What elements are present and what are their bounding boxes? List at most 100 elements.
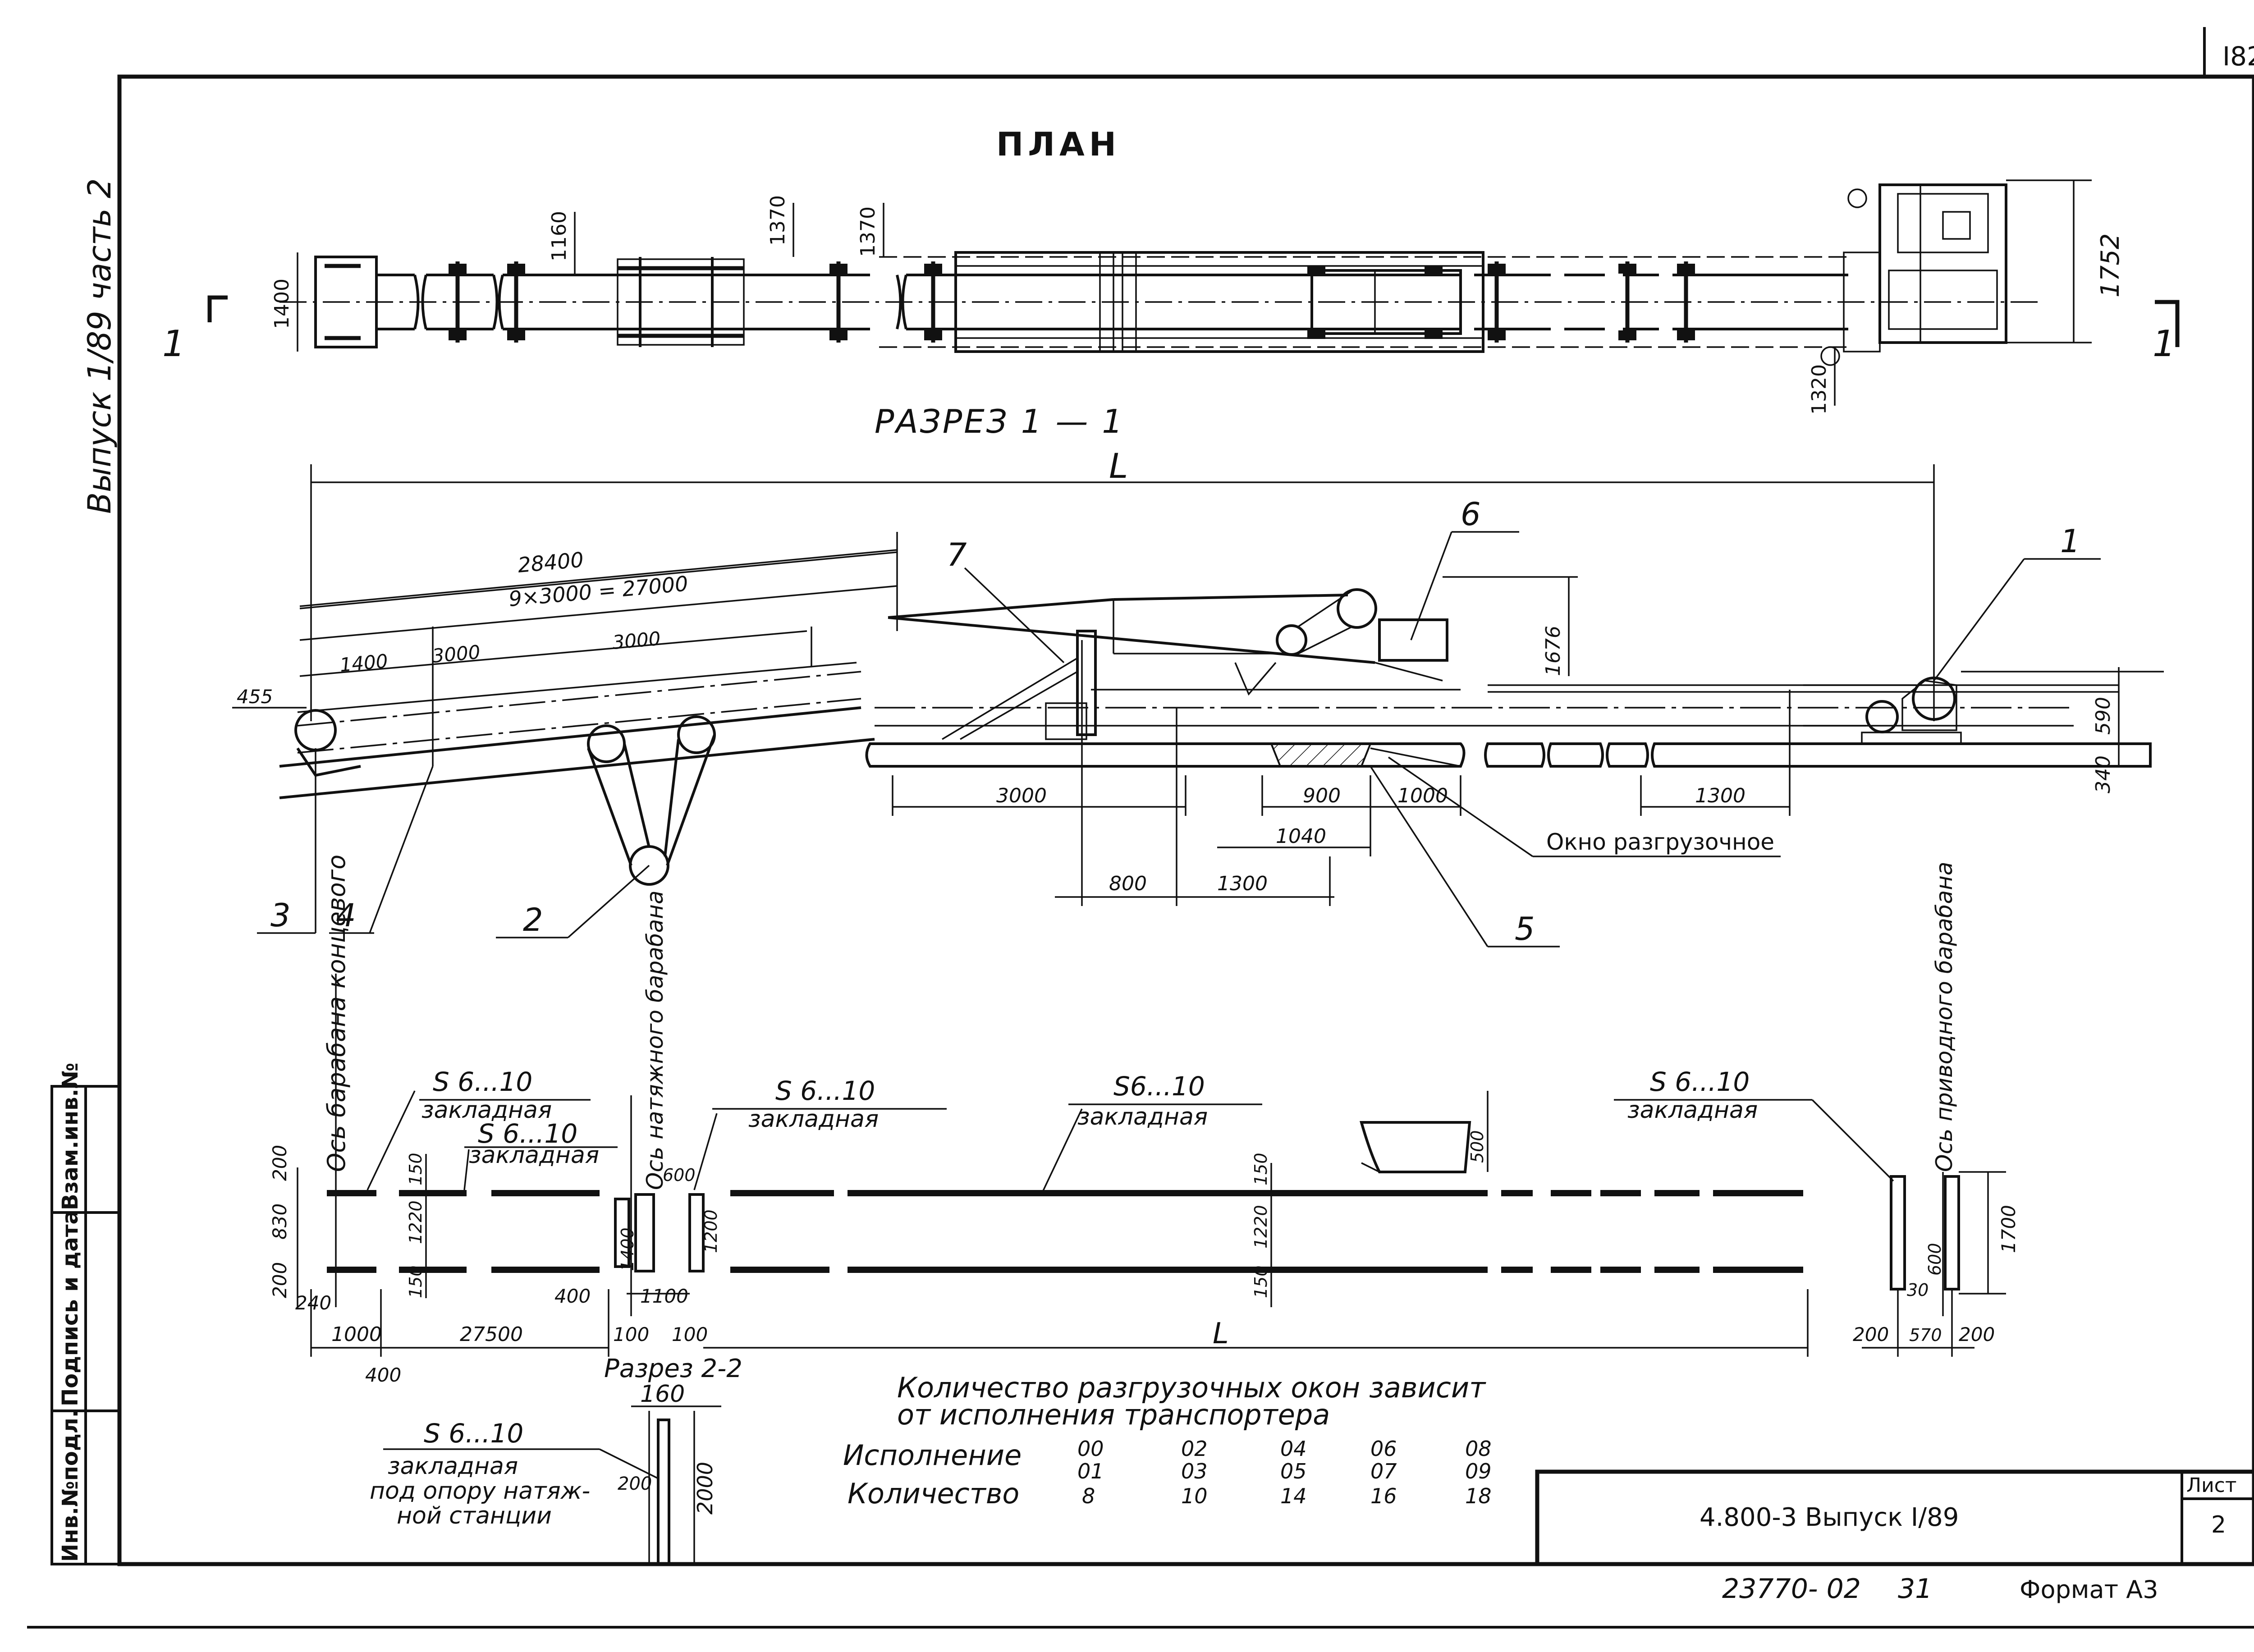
edim-570: 570 — [1909, 1325, 1942, 1345]
sec22-note-3: ной станции — [397, 1502, 552, 1529]
footer-number: 31 — [1898, 1573, 1932, 1605]
dim-800: 800 — [1109, 872, 1147, 895]
windows-table: Количество разгрузочных окон зависит от … — [843, 1371, 1492, 1510]
stamp-field-inventory: Инв.№подл. — [58, 1409, 83, 1562]
table-version-bottom-2: 03 — [1181, 1459, 1208, 1483]
dim-455: 455 — [237, 686, 273, 708]
table-version-bottom-5: 09 — [1465, 1459, 1492, 1483]
callout-7: 7 — [947, 536, 967, 573]
plan-section-mark-left: 1 — [162, 323, 185, 365]
table-count-3: 14 — [1280, 1484, 1307, 1508]
edim-1220b: 1220 — [1251, 1205, 1271, 1249]
title-block-sheet-no: 2 — [2211, 1511, 2226, 1538]
footer: 23770- 02 31 Формат А3 — [1722, 1573, 2158, 1605]
callout-3: 3 — [270, 897, 291, 934]
title-block: 4.800-3 Выпуск I/89 Лист 2 — [1535, 1469, 2254, 1566]
plan-tripper — [954, 251, 1484, 353]
dim-1040: 1040 — [1276, 825, 1326, 848]
edim-200a: 200 — [269, 1145, 291, 1181]
edim-1400: 1400 — [618, 1227, 637, 1271]
edim-30: 30 — [1907, 1280, 1929, 1300]
plan-dimensions: 1400 1160 1370 1370 1752 1320 — [270, 179, 2125, 415]
plan-drive-station — [1820, 183, 2007, 366]
side-stamp-text: Выпуск 1/89 часть 2 — [81, 178, 118, 514]
section-1-1-title: РАЗРЕЗ 1 — 1 — [875, 403, 1124, 440]
embed-dimensions: 200 830 200 240 150 1220 150 1400 600 12… — [269, 1091, 2020, 1386]
edim-1100: 1100 — [640, 1285, 688, 1307]
table-count-2: 10 — [1181, 1484, 1208, 1508]
sheet-number: I82 — [2222, 41, 2254, 72]
axis-drive-drum: Ось приводного барабана — [1931, 862, 1957, 1172]
dim-3000c: 3000 — [996, 784, 1047, 807]
dim-28400: 28400 — [517, 547, 584, 577]
dim-1000: 1000 — [1397, 784, 1448, 807]
embed-word-5: закладная — [1627, 1097, 1758, 1124]
embed-word-2: закладная — [469, 1142, 599, 1169]
table-version-top-4: 06 — [1370, 1437, 1397, 1461]
plan-dim-1320: 1320 — [1808, 364, 1831, 415]
plan-dim-1370b: 1370 — [857, 206, 880, 257]
plan-section-marks: 1 1 — [162, 295, 2180, 365]
edim-200b: 200 — [269, 1262, 291, 1298]
dim-1676: 1676 — [1542, 626, 1565, 676]
embed-word-4: закладная — [1077, 1103, 1208, 1130]
edim-400b: 400 — [365, 1364, 401, 1386]
embed-bars — [327, 1190, 1803, 1273]
dim-1400: 1400 — [339, 650, 389, 676]
title-block-sheet-label: Лист — [2186, 1474, 2237, 1497]
sheet-frame: I82 — [27, 27, 2254, 1629]
footer-format: Формат А3 — [2020, 1575, 2158, 1604]
drive-drum — [1803, 677, 1962, 745]
dim-9x3000: 9×3000 = 27000 — [508, 571, 689, 611]
edim-600b: 600 — [1925, 1243, 1945, 1276]
table-row-label-version: Исполнение — [843, 1439, 1022, 1472]
callouts: 1 2 3 4 5 6 7 Окно разгрузочное — [257, 496, 2101, 947]
table-version-top-1: 00 — [1077, 1437, 1104, 1461]
edim-500: 500 — [1467, 1130, 1487, 1163]
edim-200d: 200 — [1959, 1323, 1995, 1345]
edim-830: 830 — [269, 1204, 291, 1240]
dim-900: 900 — [1303, 784, 1341, 807]
table-version-bottom-1: 01 — [1077, 1459, 1104, 1483]
edim-1200: 1200 — [701, 1209, 721, 1253]
s-label-5: S 6...10 — [1650, 1066, 1750, 1097]
table-count-4: 16 — [1370, 1484, 1397, 1508]
table-title-2: от исполнения транспортера — [897, 1398, 1330, 1431]
section-1-1: РАЗРЕЗ 1 — 1 L 28400 9×3000 = 27000 1400… — [232, 403, 2164, 947]
sec22-dim-2000: 2000 — [693, 1462, 717, 1515]
embed-word-1: закладная — [421, 1097, 552, 1124]
edim-27500: 27500 — [460, 1323, 523, 1346]
edim-1220: 1220 — [406, 1200, 426, 1244]
callout-5: 5 — [1515, 911, 1535, 947]
side-stamp: Выпуск 1/89 часть 2 — [81, 178, 118, 514]
stamp-field-signature: Подпись и дата — [58, 1210, 83, 1406]
discharge-window-label: Окно разгрузочное — [1546, 829, 1774, 855]
edim-150b: 150 — [406, 1265, 426, 1298]
callout-2: 2 — [523, 902, 543, 938]
dim-1300a: 1300 — [1695, 784, 1745, 807]
callout-6: 6 — [1461, 496, 1481, 533]
dim-3000b: 3000 — [612, 627, 662, 654]
plan-view: ПЛАН — [162, 125, 2180, 415]
s-label-4: S6...10 — [1113, 1071, 1205, 1102]
section-2-2-title: Разрез 2-2 — [604, 1354, 742, 1383]
edim-240: 240 — [295, 1292, 331, 1314]
edim-1000: 1000 — [331, 1323, 382, 1346]
incline-frame — [279, 662, 875, 886]
table-version-top-3: 04 — [1280, 1437, 1307, 1461]
sec22-note-1: закладная — [388, 1453, 518, 1480]
edim-200c: 200 — [1853, 1323, 1889, 1345]
section-2-2: Разрез 2-2 160 2000 200 S 6...10 закладн… — [370, 1354, 742, 1565]
edim-600: 600 — [663, 1165, 696, 1185]
s-label-1: S 6...10 — [433, 1066, 532, 1097]
sec22-dim-160: 160 — [640, 1381, 685, 1408]
edim-400a: 400 — [554, 1285, 591, 1307]
table-title-1: Количество разгрузочных окон зависит — [897, 1371, 1486, 1404]
edim-150a: 150 — [406, 1153, 426, 1185]
plan-section-mark-right: 1 — [2153, 323, 2176, 365]
table-version-top-5: 08 — [1465, 1437, 1492, 1461]
plan-idlers — [449, 257, 1695, 347]
section-length-L: L — [1109, 446, 1128, 486]
